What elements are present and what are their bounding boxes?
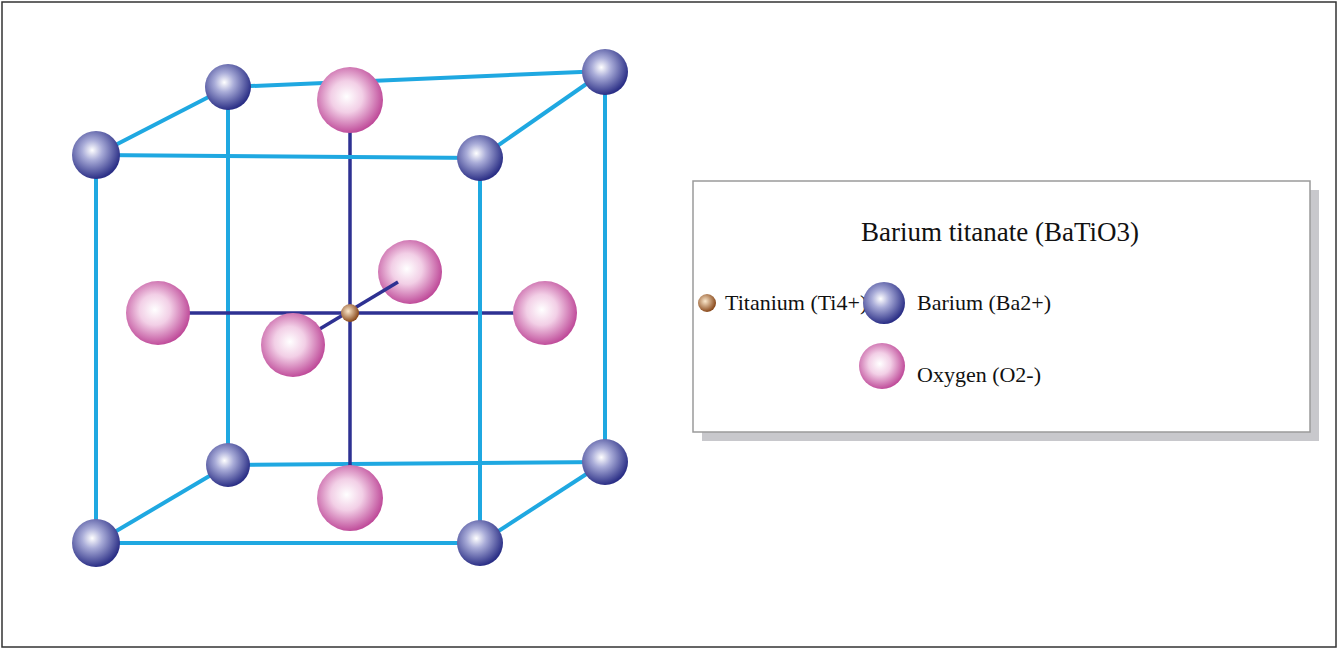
oxygen-swatch [857, 341, 907, 391]
ti-o-bonds [180, 100, 545, 498]
unit-cell-edges-front [96, 155, 480, 543]
oxygen-ion [261, 313, 325, 377]
legend-title: Barium titanate (BaTiO3) [861, 216, 1139, 248]
barium-swatch [861, 280, 907, 326]
titanium-swatch [696, 292, 718, 314]
legend-label: Barium (Ba2+) [917, 290, 1051, 316]
barium-ions-back [205, 49, 628, 487]
oxygen-ion [378, 240, 442, 304]
titanium-ion [341, 304, 359, 322]
unit-cell-edges [96, 71, 605, 543]
oxygen-ions [126, 67, 577, 531]
barium-ions-front [72, 131, 503, 567]
legend-label: Titanium (Ti4+) [725, 290, 867, 316]
legend-label: Oxygen (O2-) [917, 362, 1041, 388]
legend-box [693, 181, 1310, 432]
